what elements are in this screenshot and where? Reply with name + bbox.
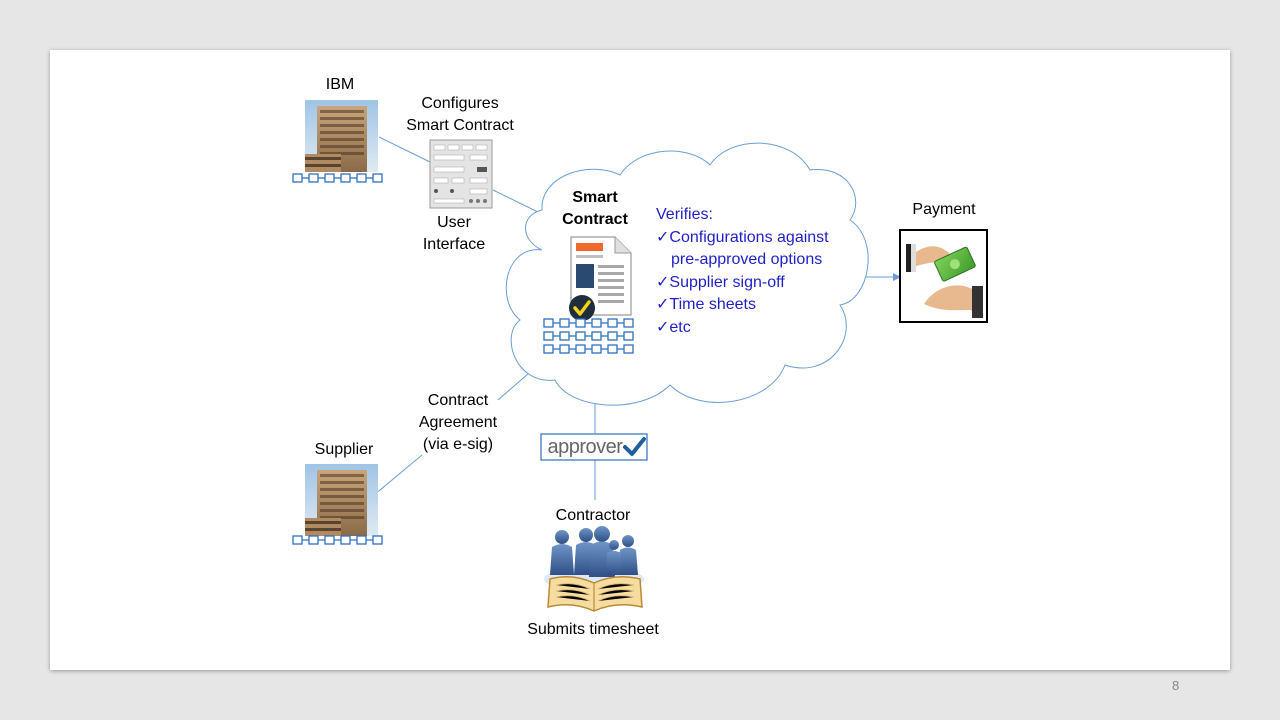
building-icon <box>305 100 378 172</box>
agreement-line2: Agreement <box>418 414 498 431</box>
supplier-label: Supplier <box>314 441 374 458</box>
document-check-icon <box>569 236 632 321</box>
agreement-supplier-line <box>373 454 423 496</box>
payment-label: Payment <box>912 201 976 218</box>
verifies-item-configurations: ✓Configurations against <box>656 228 829 246</box>
ui-title-line2: Smart Contract <box>406 117 514 134</box>
blockchain-icon <box>292 535 383 545</box>
ui-title-line1: Configures <box>421 95 499 112</box>
approver-logo-text: approver <box>547 436 623 458</box>
ui-caption-line1: User <box>437 214 471 231</box>
ui-caption-line2: Interface <box>422 236 486 253</box>
slide: IBM Configures Smart Contract User Inter… <box>50 50 1230 670</box>
blockchain-icon <box>292 173 383 183</box>
payment-hands-icon <box>899 229 988 323</box>
diagram-canvas <box>292 100 988 612</box>
ui-form-icon <box>429 139 493 209</box>
blockchain-icon <box>543 318 634 354</box>
contractor-label: Contractor <box>555 507 631 524</box>
verifies-item-etc: ✓etc <box>656 318 691 336</box>
building-icon <box>305 464 378 536</box>
ui-cloud-line <box>492 189 543 215</box>
agreement-line1: Contract <box>427 392 489 409</box>
agreement-line3: (via e-sig) <box>422 436 494 453</box>
page-number: 8 <box>1172 678 1180 693</box>
smart-contract-line2: Contract <box>562 211 628 228</box>
people-book-icon <box>544 526 644 612</box>
verifies-item-supplier-signoff: ✓Supplier sign-off <box>656 273 785 291</box>
approver-logo-icon <box>540 433 648 461</box>
ibm-ui-line <box>378 136 431 163</box>
verifies-item-configurations-cont: pre-approved options <box>671 251 823 268</box>
verifies-list: Verifies: ✓Configurations against pre-ap… <box>656 204 829 339</box>
smart-contract-line1: Smart <box>572 189 618 206</box>
ibm-label: IBM <box>325 76 355 93</box>
verifies-item-time-sheets: ✓Time sheets <box>656 296 756 313</box>
contractor-caption: Submits timesheet <box>527 621 659 638</box>
verifies-heading: Verifies: <box>656 206 713 223</box>
